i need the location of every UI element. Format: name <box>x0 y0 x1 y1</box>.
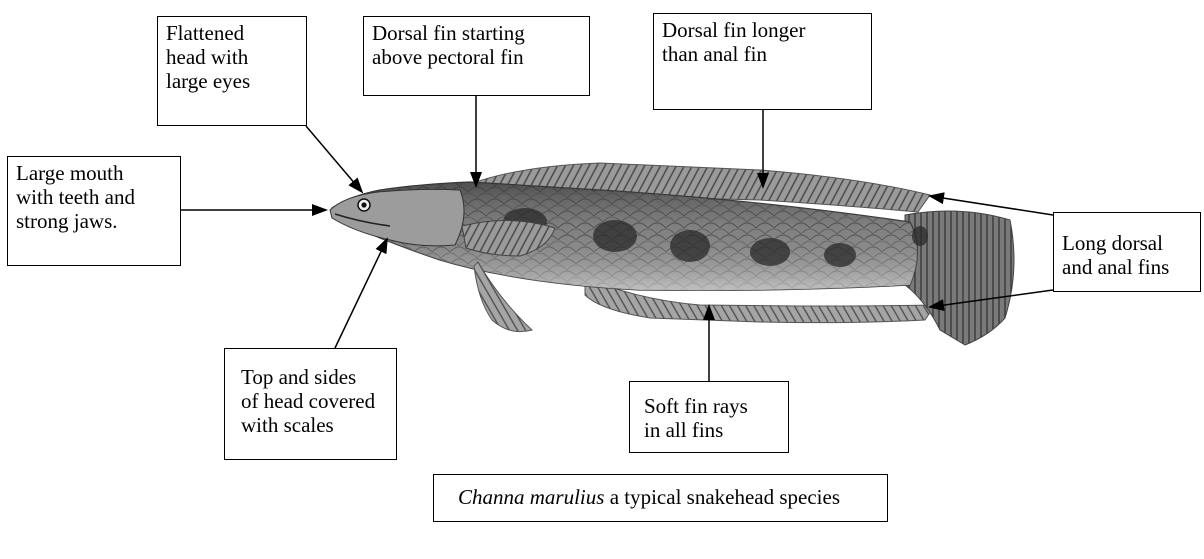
arrow-eyes <box>306 126 362 192</box>
label-flattened-head: Flattened head with large eyes <box>157 16 307 126</box>
species-name: Channa marulius <box>458 485 604 509</box>
label-large-mouth: Large mouth with teeth and strong jaws. <box>7 156 181 266</box>
caption-description: a typical snakehead species <box>604 485 840 509</box>
figure-caption: Channa marulius a typical snakehead spec… <box>433 474 888 522</box>
label-soft-fin-rays: Soft fin rays in all fins <box>629 381 789 453</box>
label-dorsal-fin-start: Dorsal fin starting above pectoral fin <box>363 16 590 96</box>
arrow-head-scales <box>335 239 387 348</box>
label-head-scales: Top and sides of head covered with scale… <box>224 348 397 460</box>
label-long-dorsal-anal-fins: Long dorsal and anal fins <box>1053 212 1201 292</box>
label-dorsal-fin-longer: Dorsal fin longer than anal fin <box>653 13 872 110</box>
